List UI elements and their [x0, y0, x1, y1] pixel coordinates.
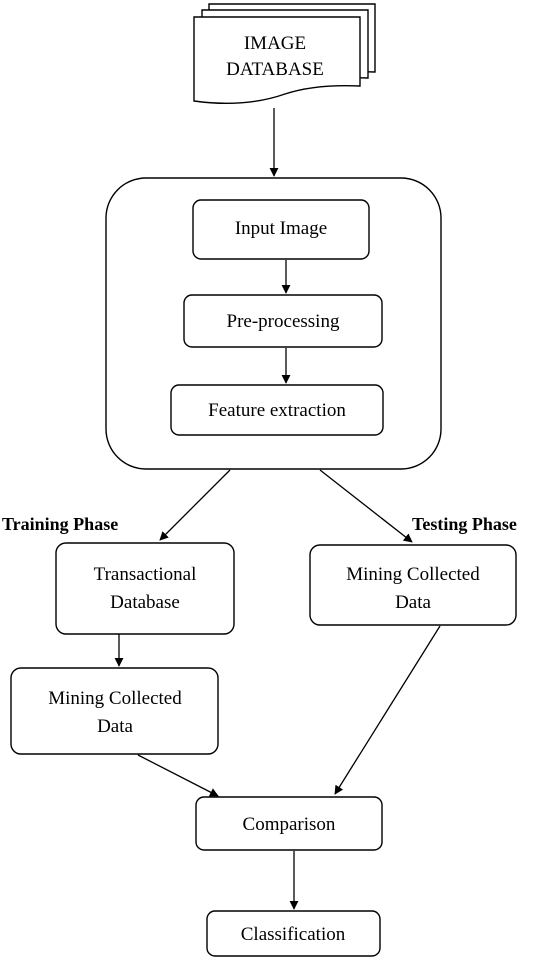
- comparison-label: Comparison: [243, 814, 336, 835]
- mining-train-node: Mining Collected Data: [10, 667, 219, 755]
- database-label-line2: DATABASE: [226, 59, 324, 80]
- transactional-label-line2: Database: [110, 592, 180, 613]
- classification-node: Classification: [206, 910, 381, 957]
- preprocessing-label: Pre-processing: [227, 311, 340, 332]
- comparison-node: Comparison: [195, 796, 383, 851]
- image-database-node: IMAGE DATABASE: [193, 3, 376, 105]
- arrow-training-to-comparison: [137, 754, 219, 797]
- training-phase-label: Training Phase: [2, 514, 118, 534]
- testing-phase-label: Testing Phase: [412, 514, 517, 534]
- mining-test-label-line1: Mining Collected: [346, 564, 480, 585]
- input-image-node: Input Image: [192, 199, 370, 260]
- mining-train-label-line2: Data: [97, 716, 133, 737]
- arrow-to-testing: [319, 469, 413, 543]
- transactional-database-node: Transactional Database: [55, 542, 235, 635]
- arrow-testing-to-comparison: [334, 625, 441, 795]
- arrow-to-training: [159, 469, 231, 541]
- transactional-label-line1: Transactional: [94, 564, 197, 585]
- feature-extraction-label: Feature extraction: [208, 400, 346, 421]
- mining-test-node: Mining Collected Data: [309, 544, 517, 626]
- classification-label: Classification: [241, 924, 346, 945]
- preprocessing-node: Pre-processing: [183, 294, 383, 348]
- feature-extraction-node: Feature extraction: [170, 384, 384, 436]
- mining-test-label-line2: Data: [395, 592, 431, 613]
- database-label-line1: IMAGE: [244, 33, 306, 54]
- input-image-label: Input Image: [235, 218, 327, 239]
- mining-train-label-line1: Mining Collected: [48, 688, 182, 709]
